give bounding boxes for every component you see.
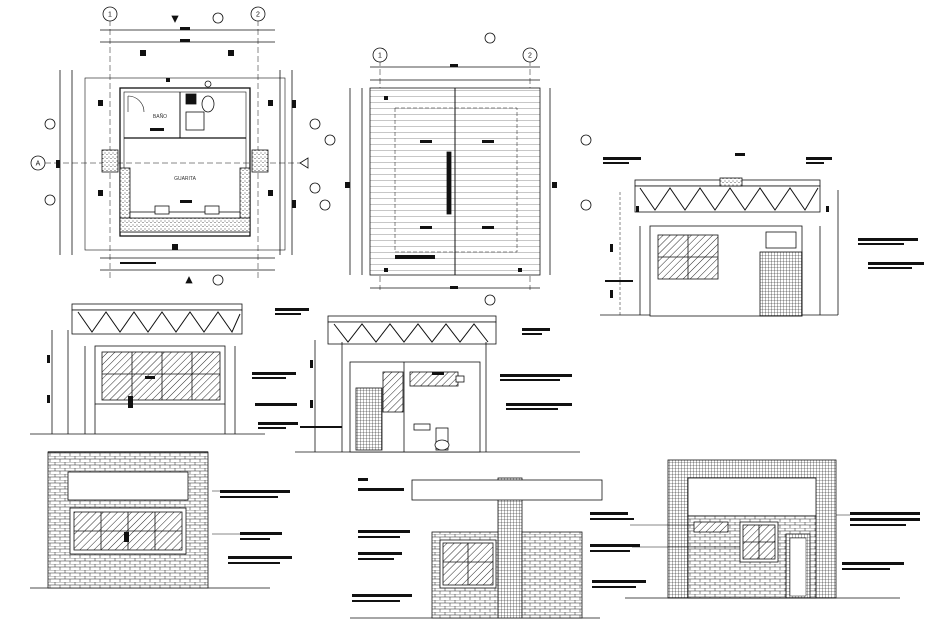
floor-plan: [30, 6, 321, 286]
front-elevation: [30, 303, 298, 435]
room-label-guardhouse: GUARITA: [174, 176, 197, 182]
roof-axis-2: 2: [528, 53, 532, 60]
brick-elevation-left: [30, 451, 292, 589]
cross-section: [275, 308, 580, 453]
roof-axis-1: 1: [378, 53, 382, 60]
roof-plan: [319, 32, 592, 306]
brick-elevation-center: [350, 477, 603, 619]
plan-axis-2: 2: [256, 12, 260, 19]
plan-axis-1: 1: [108, 12, 112, 19]
plan-axis-a: A: [36, 161, 41, 168]
side-elevation: [600, 153, 924, 317]
room-label-bathroom: BAÑO: [153, 113, 167, 120]
brick-elevation-right: [590, 459, 920, 599]
